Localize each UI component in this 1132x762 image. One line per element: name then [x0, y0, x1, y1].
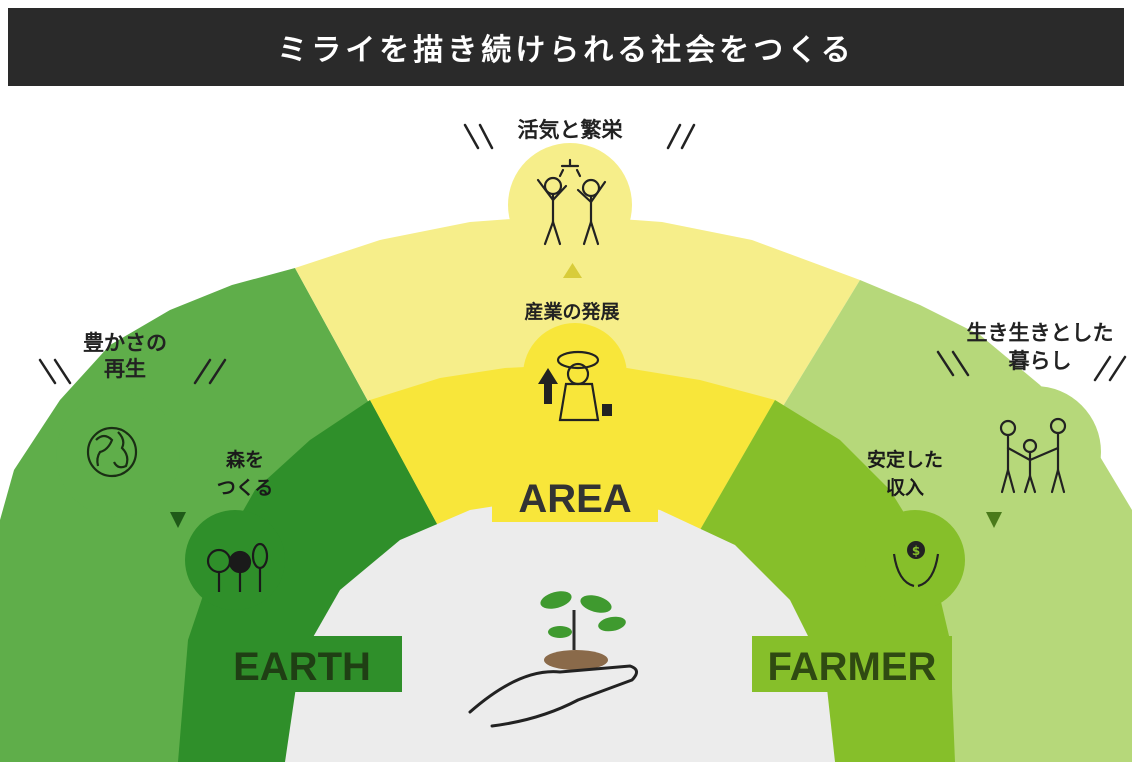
- earth-inner-label-line2: つくる: [217, 477, 274, 499]
- farmer-outer-bump: [969, 386, 1101, 518]
- earth-emphasis-marks: [38, 358, 227, 385]
- farmer-arrow: [986, 512, 1002, 528]
- money-hands-icon: $: [892, 541, 940, 588]
- farmer-icon: [538, 350, 612, 422]
- earth-outer-bump: [56, 393, 180, 517]
- farmer-name: FARMER: [768, 645, 937, 689]
- earth-outer-label-line2: 再生: [104, 357, 146, 381]
- area-up-arrow: [563, 263, 582, 278]
- seedling-in-hand-icon: [468, 591, 638, 728]
- farmer-inner-bump: [865, 510, 965, 610]
- area-inner-label: 産業の発展: [524, 300, 619, 323]
- farmer-inner-label-line1: 安定した: [867, 448, 943, 471]
- family-icon: [999, 417, 1067, 494]
- area-name: AREA: [518, 477, 631, 521]
- farmer-name-box: [752, 636, 952, 692]
- svg-text:$: $: [912, 544, 920, 558]
- earth-inner-label-line1: 森を: [226, 448, 264, 471]
- celebrating-people-icon: [536, 158, 607, 246]
- farmer-outer-label-line2: 暮らし: [1008, 349, 1072, 373]
- title-bar: ミライを描き続けられる社会をつくる: [8, 8, 1124, 86]
- area-name-box: [492, 470, 658, 522]
- page-title: ミライを描き続けられる社会をつくる: [277, 33, 855, 68]
- farmer-inner-label-line2: 収入: [886, 477, 924, 499]
- earth-name-box: [202, 636, 402, 692]
- earth-outer-label-line1: 豊かさの: [83, 331, 167, 355]
- farmer-outer-label-line1: 生き生きとした: [967, 321, 1114, 345]
- earth-arrow: [170, 512, 186, 528]
- earth-name: EARTH: [233, 645, 371, 689]
- area-outer-label: 活気と繁栄: [518, 118, 624, 142]
- farmer-emphasis-marks: [936, 350, 1127, 382]
- globe-icon: [86, 426, 138, 478]
- area-emphasis-marks: [463, 123, 696, 150]
- area-outer-bump: [508, 143, 632, 267]
- trees-icon: [206, 542, 269, 592]
